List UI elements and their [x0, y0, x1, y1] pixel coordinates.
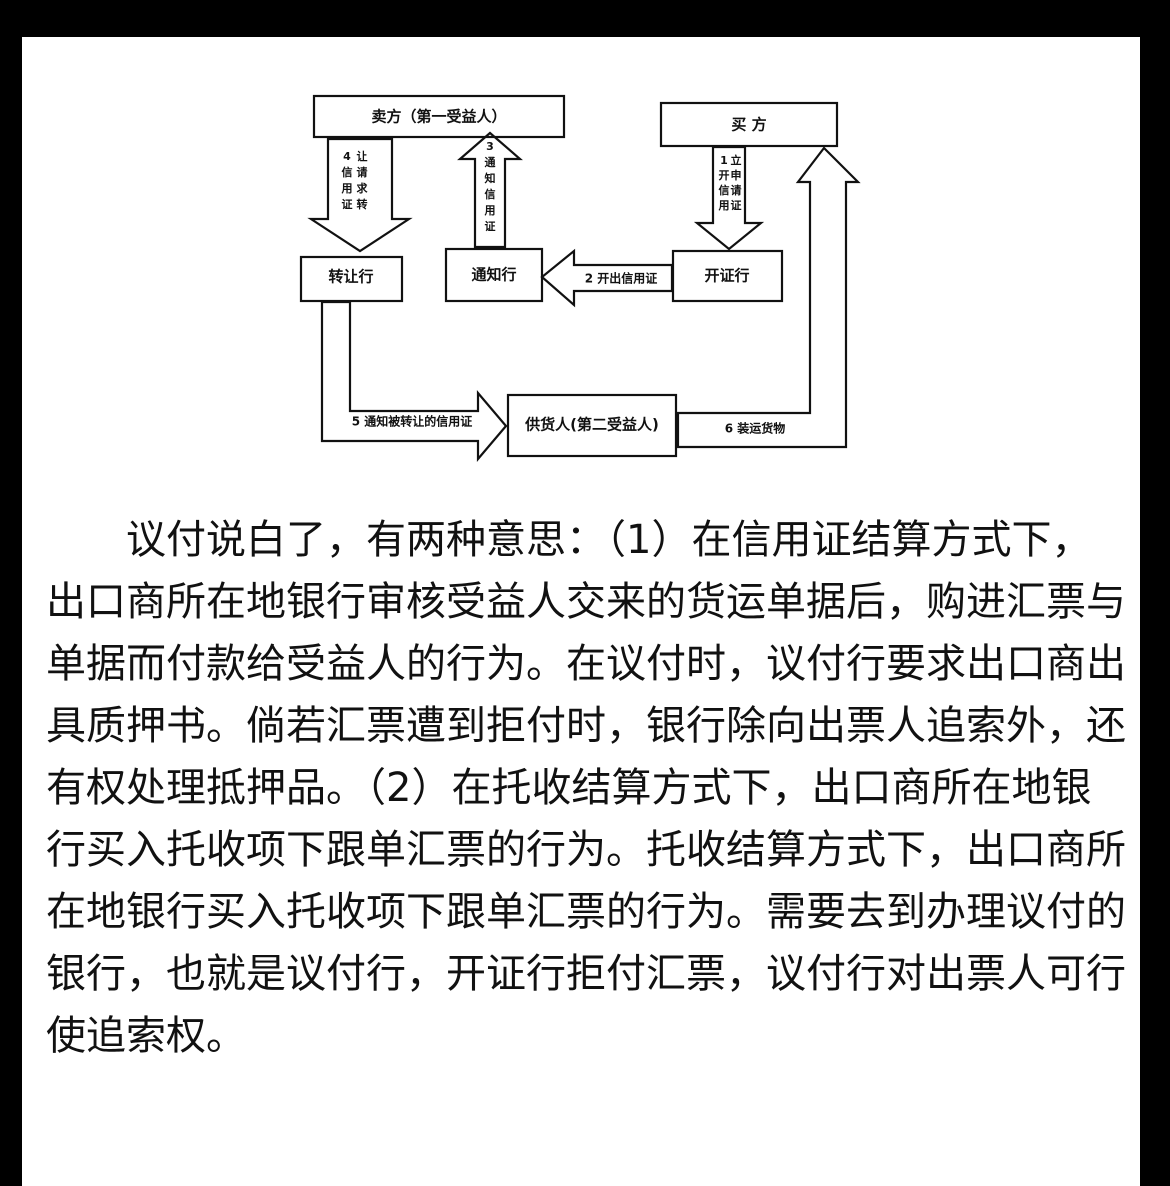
arrow-1-char: 开 — [719, 169, 730, 182]
advising-bank-label: 通知行 — [471, 266, 516, 284]
arrow-1-char: 用 — [719, 199, 730, 212]
arrow-5-advise-transferred-credit — [320, 300, 508, 462]
supplier-label: 供货人(第二受益人) — [524, 416, 659, 434]
arrow-3-char: 信 — [485, 187, 496, 201]
arrow-2-issue-credit — [540, 248, 674, 308]
arrow-3-char: 用 — [485, 204, 496, 217]
arrow-4-char: 用 — [342, 182, 353, 195]
content-panel: 卖方（第一受益人） 买 方 转让行 通知行 开证行 供货人(第二受益人) 2 开… — [22, 37, 1140, 1186]
letter-of-credit-flow-diagram: 卖方（第一受益人） 买 方 转让行 通知行 开证行 供货人(第二受益人) 2 开… — [299, 94, 861, 462]
arrow-4-char: 信 — [342, 165, 353, 179]
buyer-box — [659, 101, 839, 148]
arrow-1-char: 申 — [731, 168, 742, 182]
arrow-3-char: 3 — [486, 140, 494, 153]
arrow-3-char: 证 — [485, 220, 496, 233]
supplier-box — [506, 393, 678, 458]
arrow-4-char: 证 — [342, 198, 353, 211]
arrow-4-char: 4 — [343, 150, 351, 163]
arrow-3-char: 通 — [485, 156, 496, 169]
seller-label: 卖方（第一受益人） — [371, 108, 506, 126]
transferring-bank-label: 转让行 — [328, 268, 373, 286]
arrow-6-label: 6 装运货物 — [725, 421, 786, 436]
arrow-1-char: 立 — [731, 153, 742, 167]
arrow-4-char: 转 — [357, 197, 368, 211]
arrow-4-char: 让 — [357, 149, 368, 163]
issuing-bank-label: 开证行 — [704, 267, 749, 285]
arrow-4-char: 请 — [357, 165, 368, 179]
arrow-1-char: 信 — [719, 183, 730, 197]
advising-bank-box — [444, 247, 544, 303]
arrow-3-advise-credit — [457, 131, 523, 249]
arrow-1-apply-credit — [693, 145, 765, 251]
arrow-1-char: 证 — [731, 199, 742, 212]
explanation-paragraph: 议付说白了，有两种意思：（1）在信用证结算方式下，出口商所在地银行审核受益人交来… — [46, 517, 1126, 1059]
arrow-4-transfer-request — [307, 137, 413, 253]
arrow-6-ship-goods — [676, 146, 861, 449]
arrow-2-label: 2 开出信用证 — [585, 271, 658, 286]
transferring-bank-box — [299, 255, 404, 303]
buyer-label: 买 方 — [731, 116, 766, 134]
arrow-4-char: 求 — [357, 181, 369, 195]
arrow-1-char: 1 — [720, 154, 728, 167]
arrow-1-char: 请 — [731, 183, 742, 197]
seller-box — [312, 94, 566, 139]
arrow-3-char: 知 — [484, 171, 496, 185]
arrow-5-label: 5 通知被转让的信用证 — [352, 414, 473, 429]
